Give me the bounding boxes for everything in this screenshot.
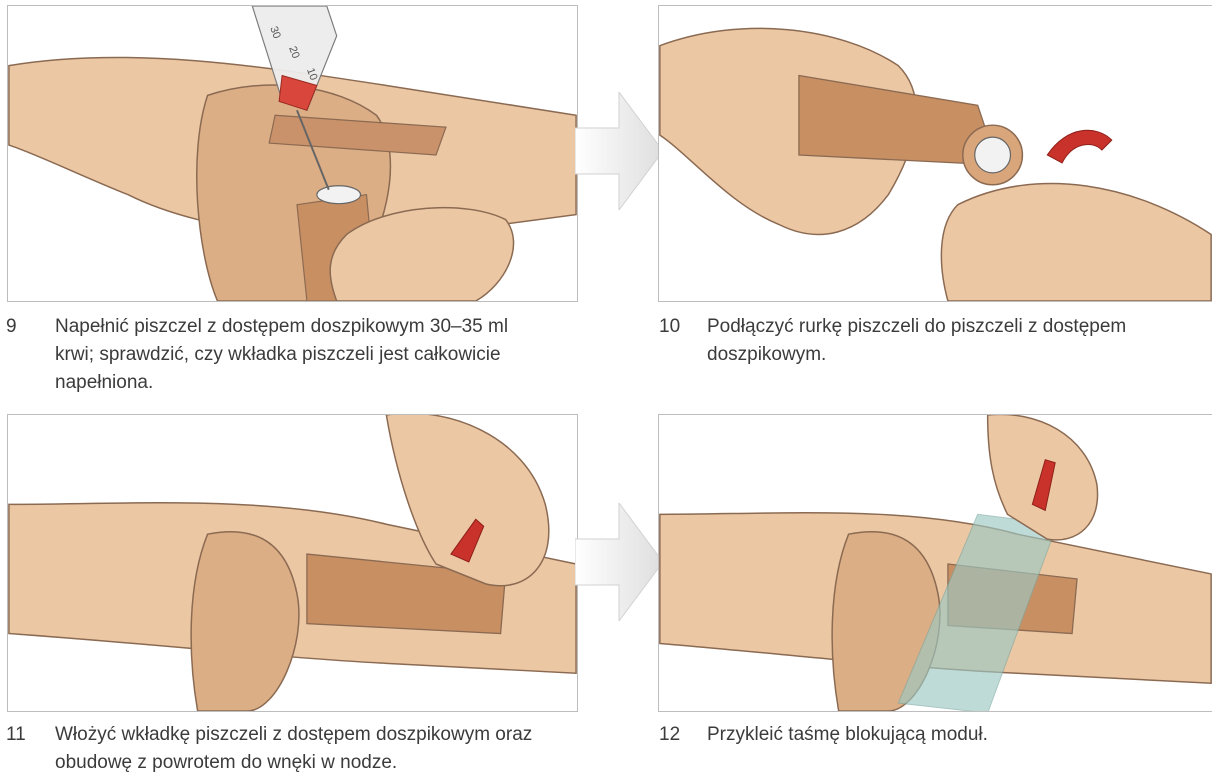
step-text: Przykleić taśmę blokującą moduł. — [707, 721, 988, 749]
apply-tape-illustration — [659, 415, 1212, 711]
step-arrow-icon — [575, 92, 663, 210]
fill-tibia-illustration: 30 20 10 — [8, 6, 577, 301]
step-text: Napełnić piszczel z dostępem doszpikowym… — [55, 313, 508, 397]
illustration-step-9: 30 20 10 — [7, 5, 578, 302]
illustration-step-11 — [7, 414, 578, 712]
step-number: 12 — [659, 721, 680, 749]
step-number: 9 — [6, 313, 17, 341]
step-number: 10 — [659, 313, 680, 341]
illustration-step-12 — [658, 414, 1212, 712]
step-number: 11 — [6, 721, 26, 749]
step-arrow-icon — [575, 503, 663, 621]
insert-insert-illustration — [8, 415, 577, 711]
step-text: Podłączyć rurkę piszczeli do piszczeli z… — [707, 313, 1126, 369]
connect-tube-illustration — [659, 6, 1212, 301]
illustration-step-10 — [658, 5, 1212, 302]
step-text: Włożyć wkładkę piszczeli z dostępem dosz… — [55, 721, 532, 777]
